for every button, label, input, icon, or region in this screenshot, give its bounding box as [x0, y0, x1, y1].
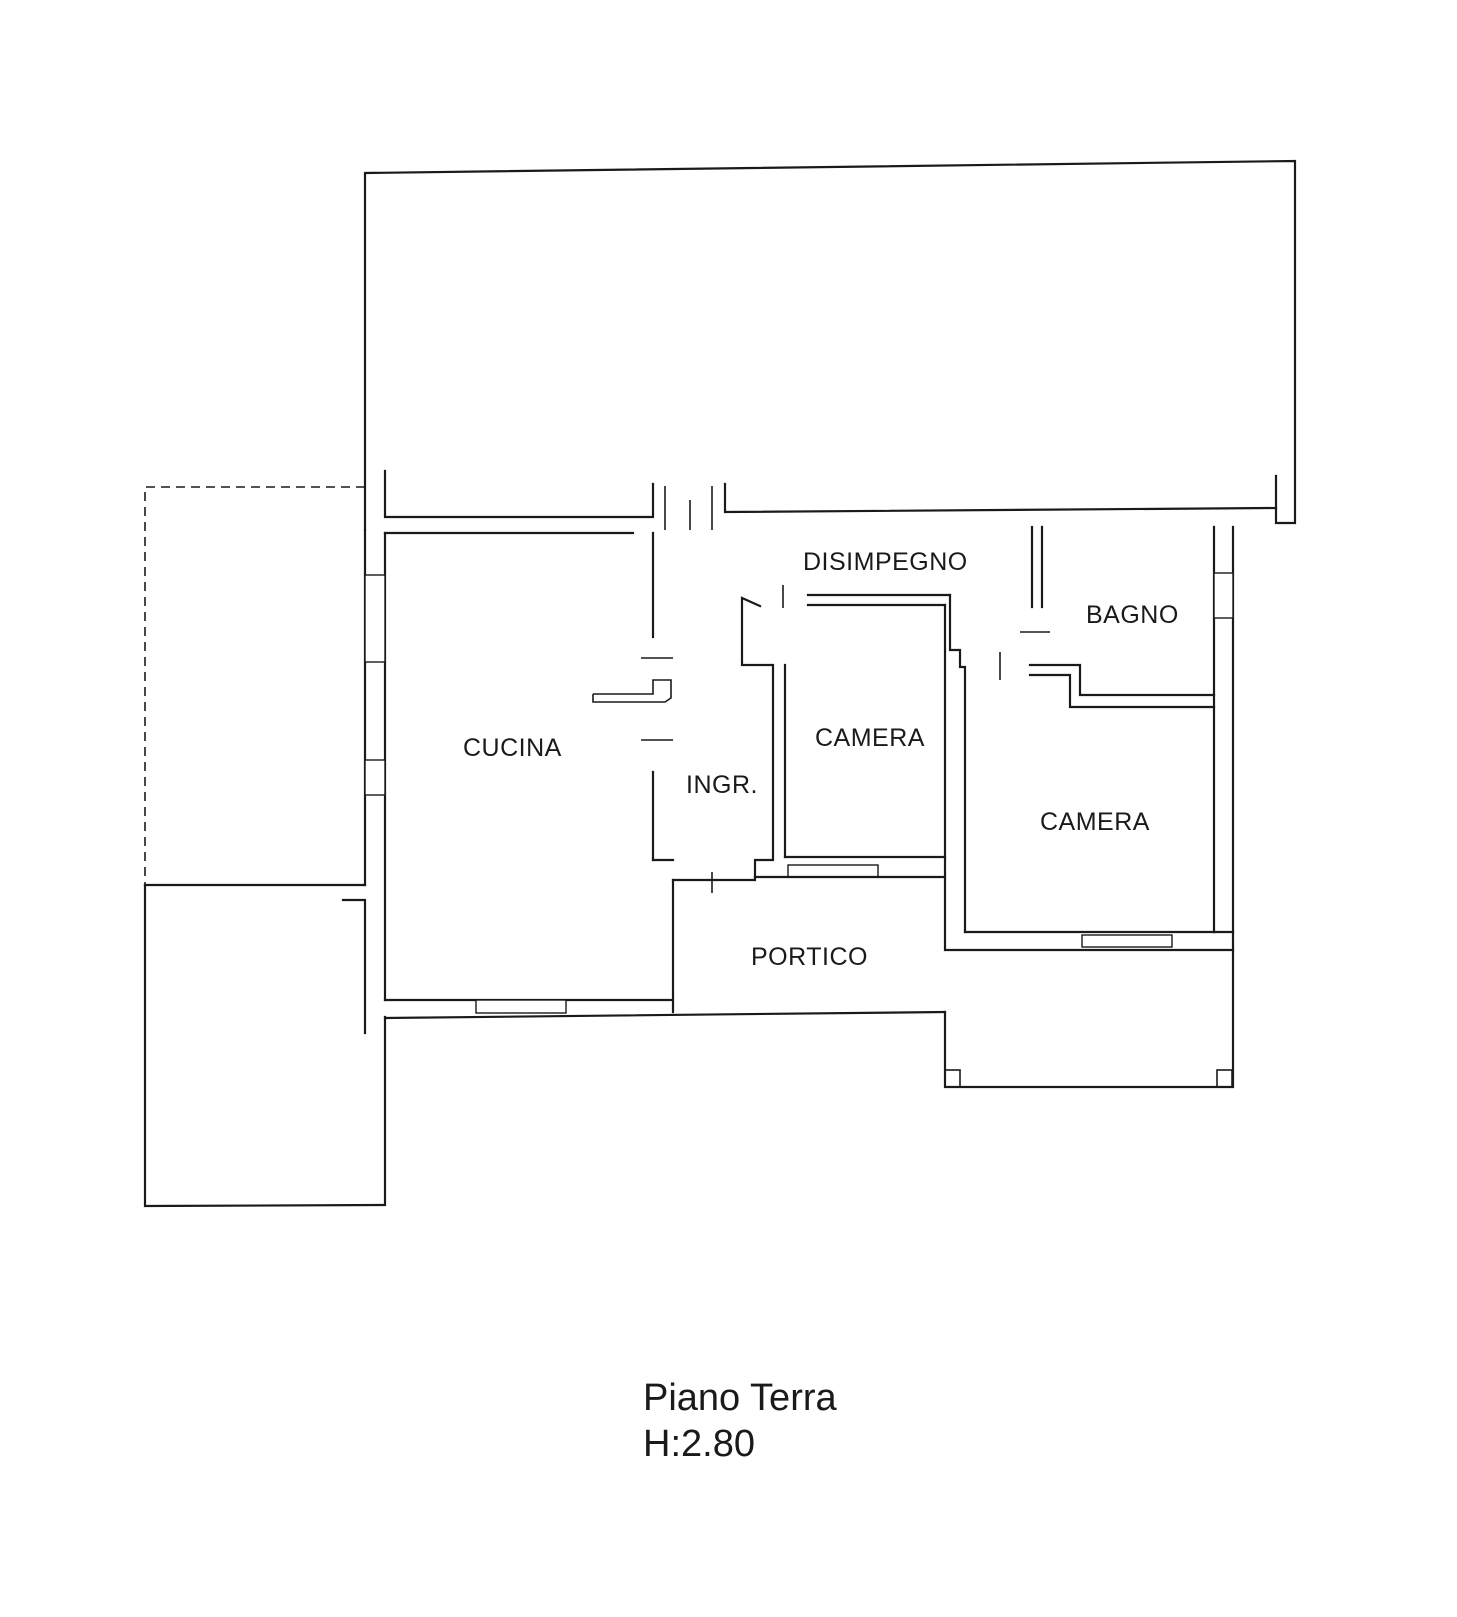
room-labels: DISIMPEGNO BAGNO CUCINA CAMERA INGR. CAM… [463, 548, 1179, 971]
left-annex [143, 486, 387, 1208]
label-cucina: CUCINA [463, 734, 562, 762]
window-camera-south [787, 864, 879, 878]
window-cucina-west-2 [364, 759, 386, 796]
label-camera-2: CAMERA [1040, 808, 1150, 836]
floor-name: Piano Terra [643, 1377, 837, 1419]
windows [364, 572, 1234, 1014]
window-cucina-south [475, 999, 567, 1014]
label-ingresso: INGR. [686, 771, 758, 799]
label-bagno: BAGNO [1086, 601, 1179, 629]
upper-area-outline [363, 159, 1297, 532]
window-cucina-west-1 [364, 574, 386, 663]
interior-walls [592, 525, 1235, 1014]
ceiling-height: H:2.80 [643, 1423, 755, 1465]
label-camera-1: CAMERA [815, 724, 925, 752]
label-portico: PORTICO [751, 943, 868, 971]
window-camera2-south [1081, 934, 1173, 948]
window-bagno-east [1213, 572, 1234, 619]
plan-caption: Piano Terra H:2.80 [643, 1375, 837, 1467]
label-disimpegno: DISIMPEGNO [803, 548, 968, 576]
